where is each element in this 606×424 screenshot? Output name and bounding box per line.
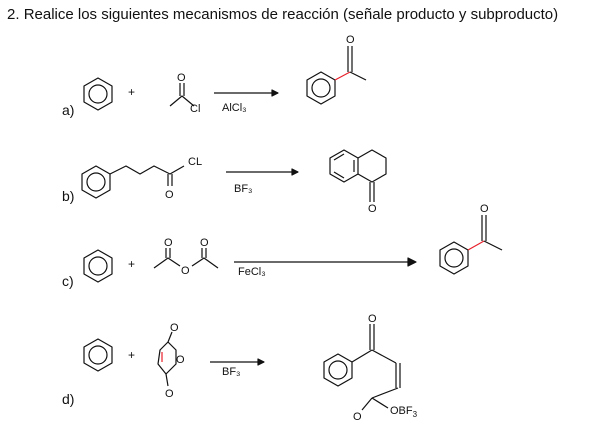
reactant-4-phenylbutanoyl-chloride-b xyxy=(81,165,185,199)
oxygen-d-ring: O xyxy=(176,354,185,366)
obf3-label: OBF3 xyxy=(390,405,418,419)
reaction-label-a: a) xyxy=(62,102,75,118)
reactant-benzene-a xyxy=(83,77,113,111)
reaction-label-d: d) xyxy=(62,391,75,407)
oxygen-a-product: O xyxy=(346,34,355,46)
chlorine-a: Cl xyxy=(190,103,200,115)
problem-instruction: Realice los siguientes mecanismos de rea… xyxy=(23,6,559,23)
oxygen-d-carbonyl-1: O xyxy=(170,322,179,334)
oxygen-d-product-ketone: O xyxy=(368,313,377,325)
oxygen-c-carbonyl-1: O xyxy=(164,237,173,249)
reaction-label-c: c) xyxy=(62,273,74,289)
reagent-d: BF₃ xyxy=(222,366,241,378)
oxygen-d-product-carbonyl: O xyxy=(353,411,362,423)
reactant-benzene-d xyxy=(83,338,113,372)
product-acetophenone-a xyxy=(306,46,367,105)
plus-sign-d: + xyxy=(128,348,135,362)
problem-header: 2. Realice los siguientes mecanismos de … xyxy=(7,6,606,23)
product-acetophenone-c xyxy=(439,215,503,275)
reactant-benzene-c xyxy=(83,249,113,283)
problem-number: 2. xyxy=(7,6,20,23)
reagent-c: FeCl₃ xyxy=(238,266,266,278)
oxygen-d-carbonyl-2: O xyxy=(165,388,174,400)
oxygen-c-product: O xyxy=(480,203,489,215)
product-tetralone-b xyxy=(329,149,387,202)
reactant-maleic-anhydride-d xyxy=(157,331,177,387)
chlorine-b: CL xyxy=(188,156,202,168)
oxygen-a-reactant: O xyxy=(177,72,186,84)
reactant-acetic-anhydride-c xyxy=(153,248,219,269)
new-bond-c xyxy=(467,240,485,251)
reagent-b: BF₃ xyxy=(234,183,253,195)
oxygen-c-carbonyl-2: O xyxy=(200,237,209,249)
oxygen-c-bridge: O xyxy=(181,265,190,277)
reagent-a: AlCl₃ xyxy=(222,102,247,114)
oxygen-b-reactant: O xyxy=(165,189,174,201)
reactant-acetyl-chloride-a xyxy=(169,83,195,107)
new-bond-a xyxy=(334,71,351,81)
product-complex-d xyxy=(323,324,401,411)
plus-sign-c: + xyxy=(128,257,135,271)
oxygen-b-product: O xyxy=(368,203,377,215)
reaction-label-b: b) xyxy=(62,188,75,204)
plus-sign-a: + xyxy=(128,85,135,99)
